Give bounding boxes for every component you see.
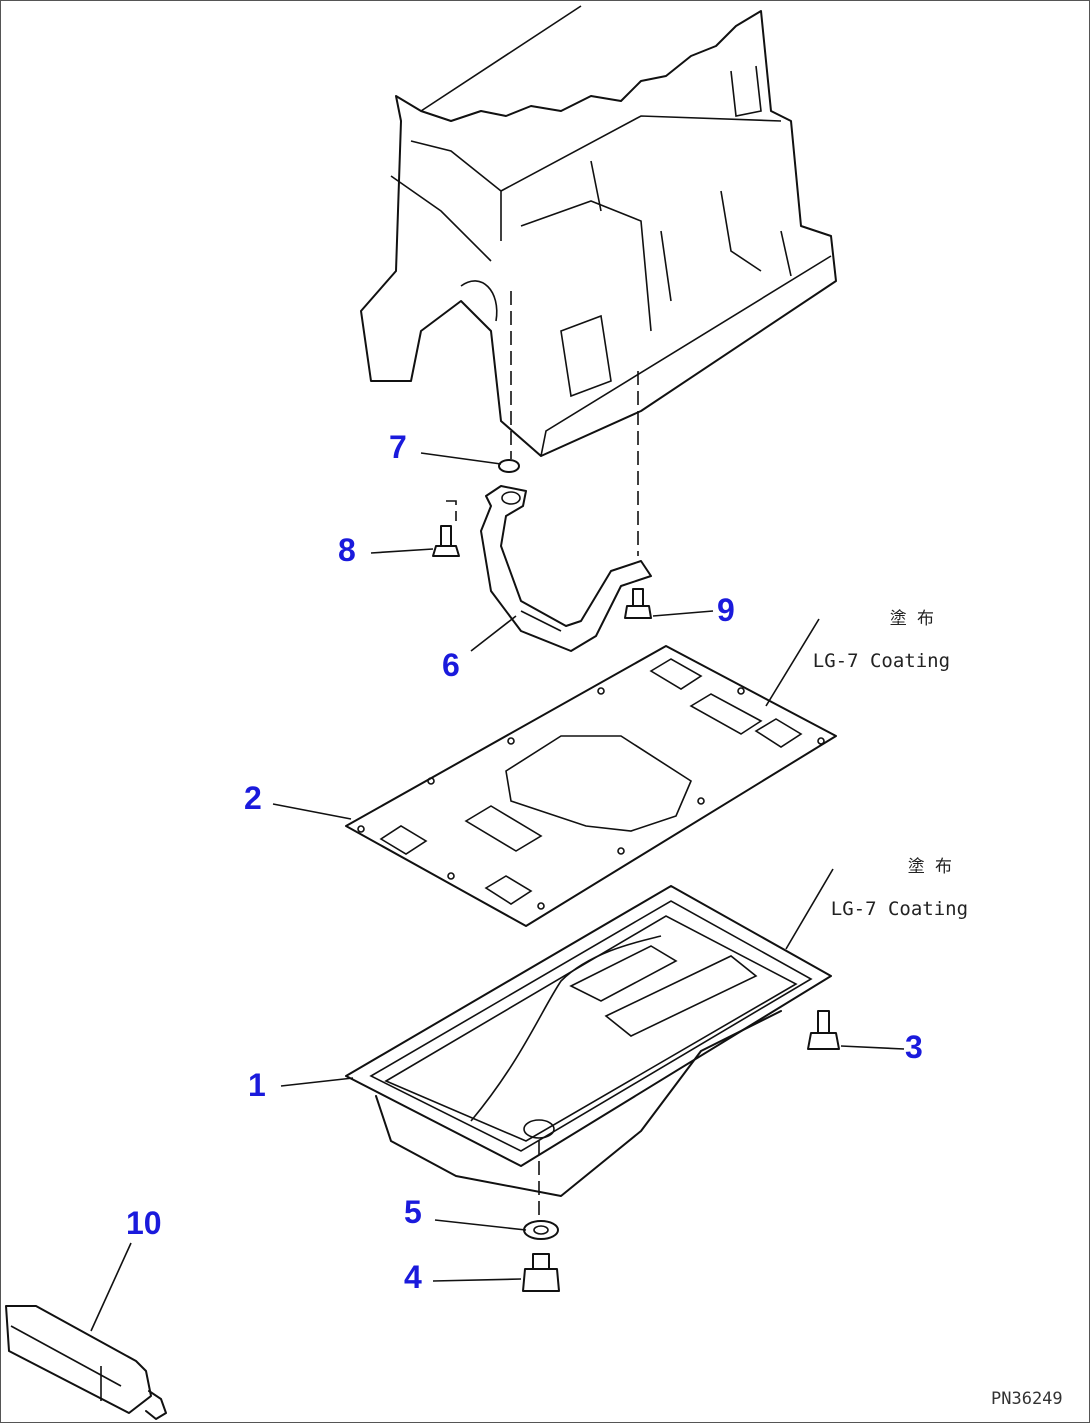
callout-3: 3 (905, 1029, 923, 1065)
gasket-coating-note-jp: 塗 布 (889, 608, 935, 629)
callout-7: 7 (389, 429, 407, 465)
gasket-coating-note-text: LG-7 Coating (812, 650, 951, 673)
bolt-9 (624, 371, 652, 619)
suction-pipe (480, 485, 652, 652)
washer-5 (523, 1220, 559, 1240)
oil-pan (345, 885, 832, 1216)
tool-10 (5, 1305, 167, 1420)
gasket (345, 645, 837, 927)
leader-lines (90, 452, 905, 1332)
callout-9: 9 (717, 592, 735, 628)
callout-5: 5 (404, 1194, 422, 1230)
callout-8: 8 (338, 532, 356, 568)
pan-coating-note-text: LG-7 Coating (830, 898, 969, 921)
bolt-3 (807, 1010, 840, 1050)
o-ring-7 (498, 459, 520, 473)
drawing-number: PN36249 (991, 1389, 1063, 1409)
pan-coating-note: 塗 布 LG-7 Coating (785, 814, 968, 943)
gasket-coating-note: 塗 布 LG-7 Coating (767, 566, 950, 695)
callout-2: 2 (244, 780, 262, 816)
bolt-8 (432, 500, 460, 557)
callout-1: 1 (248, 1067, 266, 1103)
callout-6: 6 (442, 647, 460, 683)
callout-4: 4 (404, 1259, 422, 1295)
pan-coating-note-jp: 塗 布 (907, 856, 953, 877)
drain-plug-4 (522, 1253, 560, 1292)
callout-10: 10 (126, 1205, 162, 1241)
engine-block (360, 5, 837, 457)
